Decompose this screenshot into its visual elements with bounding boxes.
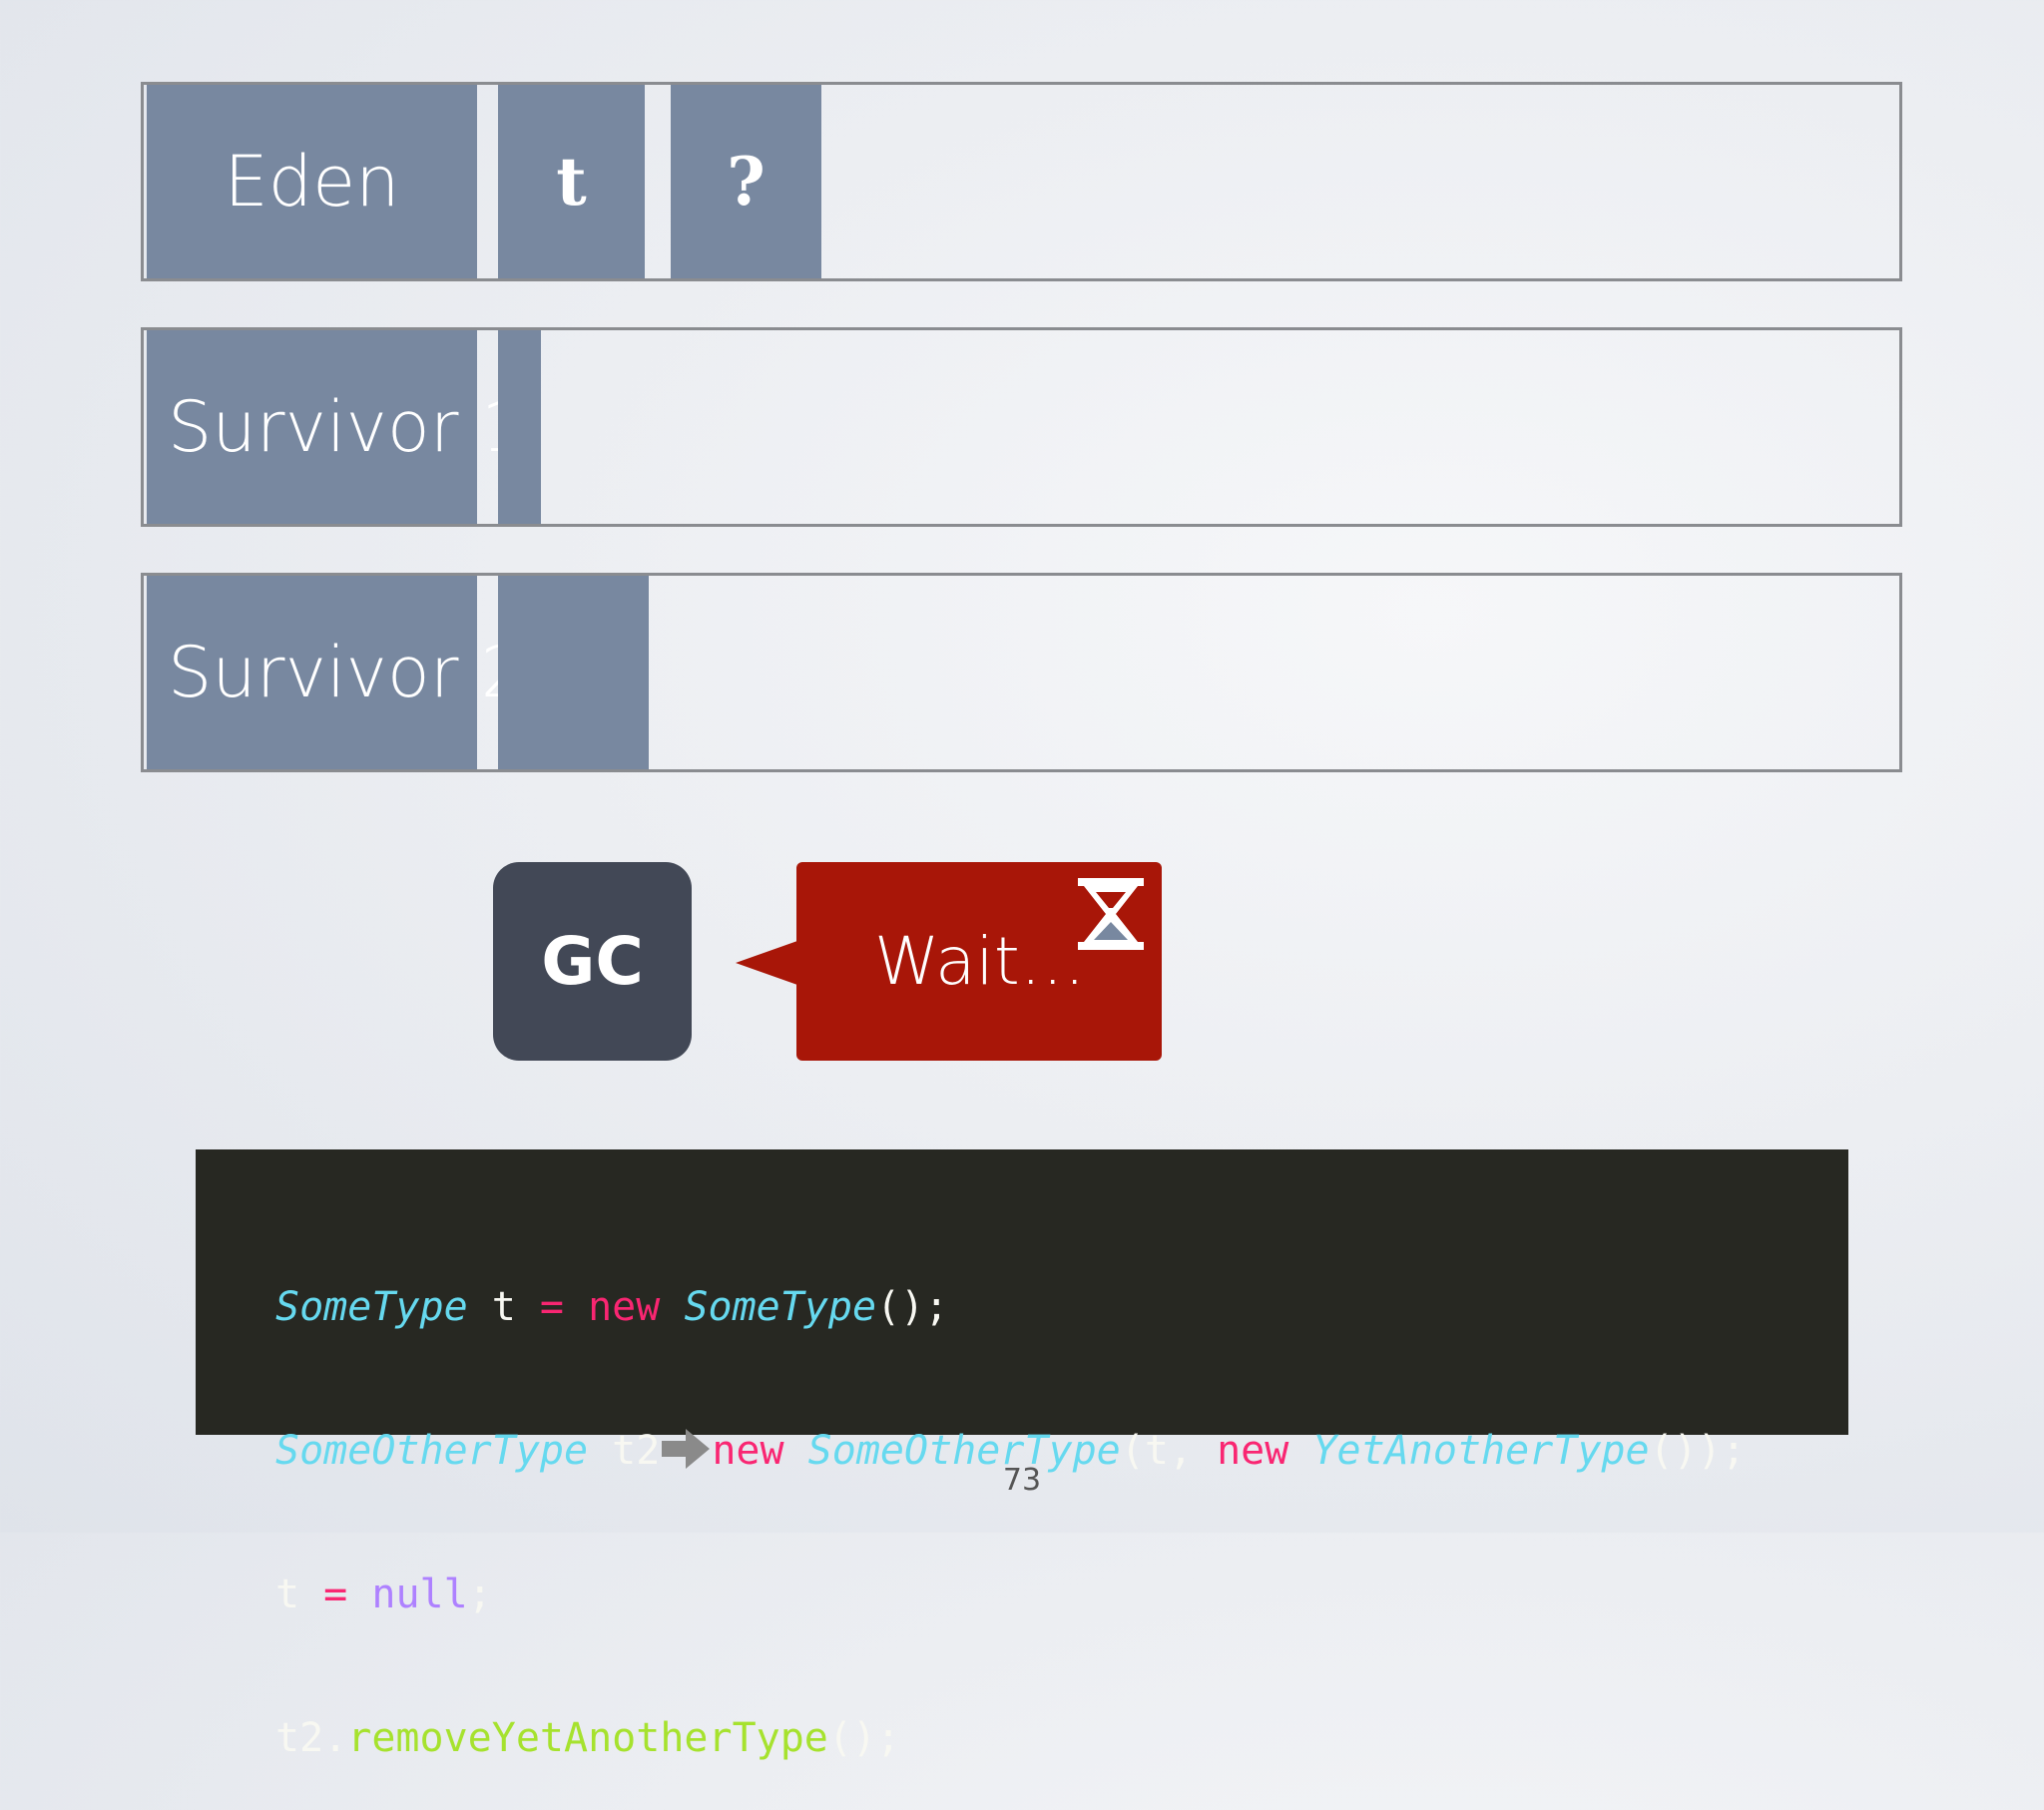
code-token: (t, <box>1120 1428 1218 1474</box>
code-token: ; <box>467 1572 492 1617</box>
code-token: t <box>275 1572 324 1617</box>
code-token: new <box>588 1284 661 1330</box>
survivor2-region: Survivor 2 <box>141 573 1902 772</box>
code-line-4: t2.removeYetAnotherType(); <box>275 1714 1848 1762</box>
code-token: = <box>323 1572 348 1617</box>
code-token: new <box>1217 1428 1289 1474</box>
code-token: t2. <box>275 1715 348 1761</box>
hourglass-icon <box>1078 878 1144 950</box>
survivor1-object <box>498 330 541 524</box>
code-block: SomeType t = new SomeType(); SomeOtherTy… <box>196 1149 1848 1761</box>
eden-label-block <box>147 85 477 278</box>
eden-object-unknown-label: ? <box>727 143 766 221</box>
code-token: new <box>712 1428 784 1474</box>
code-token: removeYetAnotherType <box>347 1715 828 1761</box>
code-token <box>564 1284 588 1330</box>
code-token: t <box>467 1284 540 1330</box>
bubble-pointer <box>736 941 797 985</box>
code-token: (); <box>827 1715 901 1761</box>
code-token: SomeType <box>275 1284 468 1330</box>
survivor1-label: Survivor 1 <box>168 386 526 468</box>
gc-box: GC <box>493 862 692 1061</box>
code-token: (); <box>876 1284 949 1330</box>
code-token: = <box>539 1284 564 1330</box>
gc-label: GC <box>541 923 644 1000</box>
arrow-right-icon <box>662 1429 711 1469</box>
survivor2-label-block <box>147 576 477 769</box>
eden-object-unknown <box>671 85 821 278</box>
wait-bubble: Wait… <box>796 862 1162 1061</box>
survivor2-label: Survivor 2 <box>168 632 526 713</box>
code-line-1: SomeType t = new SomeType(); <box>275 1283 1848 1331</box>
code-token <box>660 1284 684 1330</box>
code-line-3: t = null; <box>275 1571 1848 1618</box>
survivor1-region: Survivor 1 <box>141 327 1902 527</box>
code-token: t2 <box>588 1428 661 1474</box>
eden-label: Eden <box>224 141 400 223</box>
eden-object-t-label: t <box>556 143 587 221</box>
code-token: ()); <box>1649 1428 1746 1474</box>
code-token: YetAnotherType <box>1312 1428 1650 1474</box>
code-token: SomeOtherType <box>807 1428 1121 1474</box>
wait-text: Wait… <box>874 923 1086 1000</box>
eden-object-t <box>498 85 645 278</box>
code-token <box>347 1572 371 1617</box>
page-number: 73 <box>1002 1463 1042 1498</box>
code-token: SomeOtherType <box>275 1428 589 1474</box>
survivor1-label-block <box>147 330 477 524</box>
eden-region: Eden t ? <box>141 82 1902 281</box>
survivor2-object <box>498 576 649 769</box>
code-token: null <box>371 1572 468 1617</box>
code-token: SomeType <box>684 1284 877 1330</box>
